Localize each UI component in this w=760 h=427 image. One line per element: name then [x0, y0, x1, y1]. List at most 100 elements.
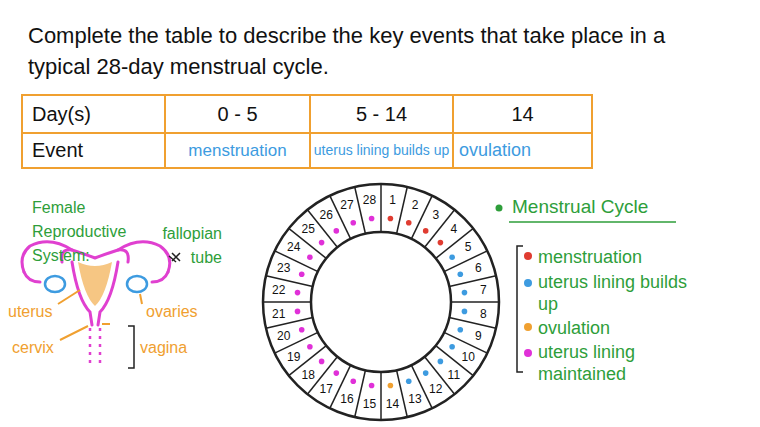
day-dot — [334, 370, 340, 376]
table-cell: 5 - 14 — [310, 95, 453, 133]
day-number: 12 — [429, 382, 442, 396]
table-cell: Day(s) — [22, 95, 165, 133]
uterus-lining — [78, 262, 112, 306]
day-dot — [388, 216, 394, 222]
day-number: 15 — [363, 397, 376, 411]
table-cell: ovulation — [453, 133, 592, 168]
day-dot — [438, 359, 444, 365]
legend-swatch — [524, 349, 532, 357]
day-number: 7 — [480, 283, 487, 297]
leader-lines — [58, 290, 142, 340]
day-number: 3 — [432, 208, 439, 222]
day-number: 13 — [408, 392, 421, 406]
table-cell: uterus lining builds up — [310, 133, 453, 168]
table-cell: 0 - 5 — [165, 95, 310, 133]
part-label: uterus — [8, 303, 68, 321]
bracket — [128, 326, 134, 368]
day-dot — [438, 240, 444, 246]
segment-divider — [263, 301, 311, 303]
day-dot — [369, 216, 375, 222]
day-dot — [307, 344, 313, 350]
day-dot — [462, 290, 468, 296]
day-dot — [295, 290, 301, 296]
day-number: 8 — [480, 307, 487, 321]
segment-divider — [451, 301, 499, 303]
day-dot — [388, 383, 394, 389]
cycle-wheel — [263, 184, 499, 420]
day-number: 5 — [465, 240, 472, 254]
part-label: vagina — [140, 339, 210, 357]
table-cell: menstruation — [165, 133, 310, 168]
ovary — [45, 276, 65, 292]
day-dot — [307, 255, 313, 261]
day-dot — [369, 383, 375, 389]
part-label: cervix — [12, 339, 72, 357]
legend-title: Menstrual Cycle — [512, 196, 692, 218]
day-number: 19 — [287, 350, 300, 364]
day-number: 20 — [277, 329, 290, 343]
ring-outer — [263, 184, 499, 420]
legend-swatch — [524, 279, 532, 287]
question-title: Complete the table to describe the key e… — [28, 20, 688, 82]
day-dot — [457, 271, 463, 277]
day-number: 10 — [462, 350, 475, 364]
underline — [509, 221, 676, 223]
day-dot — [295, 309, 301, 315]
day-number: 11 — [448, 368, 460, 382]
day-number: 9 — [475, 329, 482, 343]
bracket — [517, 246, 523, 372]
day-number: 1 — [389, 193, 396, 207]
day-dot — [462, 309, 468, 315]
table-cell: Event — [22, 133, 165, 168]
ovary — [127, 276, 147, 292]
day-dot — [319, 240, 325, 246]
day-dot — [406, 378, 412, 384]
day-dot — [457, 327, 463, 333]
segment-divider — [425, 210, 455, 248]
day-number: 18 — [301, 368, 314, 382]
segment-divider — [449, 276, 496, 287]
day-number: 21 — [272, 307, 285, 321]
day-dot — [423, 370, 429, 376]
legend-text: uterus lining builds up — [538, 271, 688, 315]
day-number: 4 — [450, 222, 457, 236]
part-label: ovaries — [146, 303, 216, 321]
segment-divider — [397, 187, 408, 234]
day-number: 25 — [301, 222, 314, 236]
segment-divider — [449, 318, 496, 329]
day-number: 2 — [412, 198, 419, 212]
vagina-drawing — [90, 328, 100, 368]
day-dot — [406, 220, 412, 226]
day-dot — [423, 228, 429, 234]
segment-divider — [411, 196, 432, 239]
day-dot — [350, 220, 356, 226]
day-number: 27 — [340, 198, 353, 212]
legend-swatch — [524, 323, 532, 331]
diagram-heading: Female Reproductive System: — [32, 196, 182, 268]
bullet — [496, 205, 503, 212]
legend-swatch — [524, 252, 532, 260]
day-number: 16 — [340, 392, 353, 406]
day-number: 26 — [320, 208, 333, 222]
cross-mark — [172, 253, 180, 261]
day-dot — [350, 378, 356, 384]
day-number: 23 — [277, 261, 290, 275]
day-dot — [299, 327, 305, 333]
table-grid — [22, 95, 592, 168]
day-number: 28 — [363, 193, 376, 207]
legend-text: uterus lining maintained — [538, 341, 688, 385]
segment-divider — [380, 372, 382, 420]
day-dot — [334, 228, 340, 234]
legend-text: menstruation — [538, 244, 688, 270]
day-number: 14 — [386, 397, 399, 411]
day-dot — [319, 359, 325, 365]
segment-divider — [380, 184, 382, 232]
day-number: 22 — [272, 283, 285, 297]
day-dot — [449, 344, 455, 350]
legend-text: ovulation — [538, 315, 688, 341]
part-label: fallopian tube — [150, 222, 222, 270]
day-number: 17 — [320, 382, 333, 396]
day-dot — [299, 271, 305, 277]
day-number: 24 — [287, 240, 300, 254]
table-cell: 14 — [453, 95, 592, 133]
